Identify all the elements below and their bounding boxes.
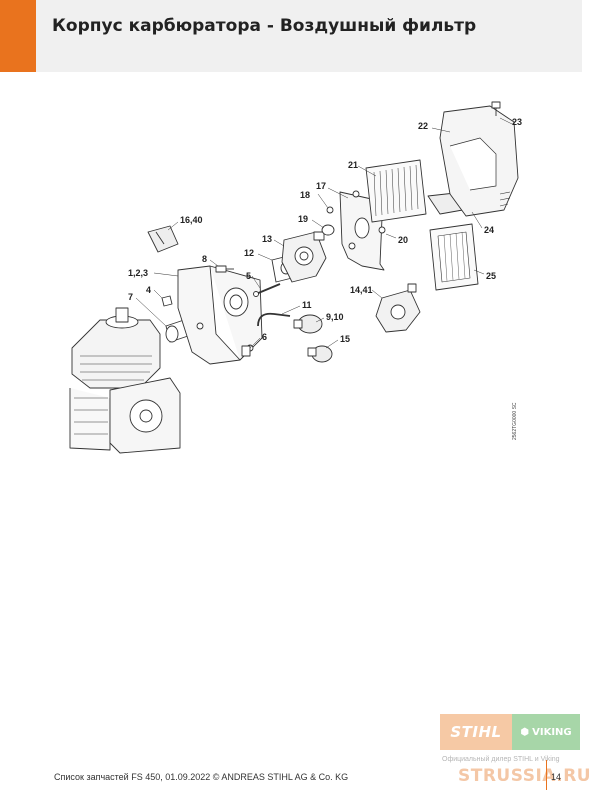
- dealer-watermark: STIHL ⬢ VIKING: [440, 714, 580, 750]
- part-8: [215, 265, 234, 273]
- page-header: Корпус карбюратора - Воздушный фильтр: [0, 0, 582, 72]
- callout-7: 7: [128, 292, 133, 302]
- viking-logo: ⬢ VIKING: [512, 714, 580, 750]
- callout-13: 13: [262, 234, 272, 244]
- carburetor-housing: [177, 265, 263, 365]
- part-15: [307, 345, 333, 363]
- callout-5: 5: [246, 271, 251, 281]
- callout-8: 8: [202, 254, 207, 264]
- engine-block: [69, 307, 181, 454]
- callout-25: 25: [486, 271, 496, 281]
- hose-11: [257, 312, 291, 327]
- cover-22: [439, 105, 519, 217]
- exploded-parts-diagram: 22 23 21 17 18 19 20 24 16,40 13 12 8 25…: [60, 98, 530, 498]
- part-4: [161, 295, 173, 307]
- part-19: [321, 224, 335, 236]
- callout-16-40: 16,40: [180, 215, 203, 225]
- callout-14-41: 14,41: [350, 285, 373, 295]
- drawing-code: 2562TG0000 SC: [512, 402, 518, 440]
- filter-25: [429, 223, 479, 291]
- part-5: [253, 283, 281, 297]
- page-title: Корпус карбюратора - Воздушный фильтр: [52, 16, 477, 36]
- filter-21: [365, 159, 427, 223]
- dealer-site: STRUSSIA.RU: [458, 766, 592, 786]
- parts-diagram-svg: 22 23 21 17 18 19 20 24 16,40 13 12 8 25…: [69, 101, 522, 454]
- page-number: 14: [551, 772, 562, 782]
- callout-11: 11: [302, 300, 312, 310]
- part-18: [326, 206, 334, 214]
- callout-21: 21: [348, 160, 358, 170]
- callout-1-2-3: 1,2,3: [128, 268, 148, 278]
- callout-15: 15: [340, 334, 350, 344]
- part-16-40: [147, 225, 179, 253]
- carburetor-13: [281, 231, 327, 283]
- part-23: [491, 101, 501, 116]
- callout-23: 23: [512, 117, 522, 127]
- dealer-caption: Официальный дилер STIHL и Viking: [442, 756, 560, 763]
- stihl-logo: STIHL: [440, 714, 512, 750]
- callout-4: 4: [146, 285, 151, 295]
- callout-20: 20: [398, 235, 408, 245]
- viking-logo-icon: ⬢: [520, 726, 530, 738]
- callout-17: 17: [316, 181, 326, 191]
- viking-logo-text: VIKING: [532, 726, 572, 738]
- callout-19: 19: [298, 214, 308, 224]
- part-7: [165, 319, 189, 343]
- footer-text: Список запчастей FS 450, 01.09.2022 © AN…: [54, 772, 349, 782]
- carburetor-14-41: [375, 283, 421, 333]
- callout-18: 18: [300, 190, 310, 200]
- callout-22: 22: [418, 121, 428, 131]
- callout-6: 6: [262, 332, 267, 342]
- primer-9-10: [293, 314, 323, 334]
- callout-24: 24: [484, 225, 494, 235]
- part-6: [241, 345, 251, 357]
- page-number-divider: [546, 760, 547, 790]
- callout-12: 12: [244, 248, 254, 258]
- part-20: [378, 226, 386, 234]
- callout-9-10: 9,10: [326, 312, 344, 322]
- header-accent-bar: [0, 0, 36, 72]
